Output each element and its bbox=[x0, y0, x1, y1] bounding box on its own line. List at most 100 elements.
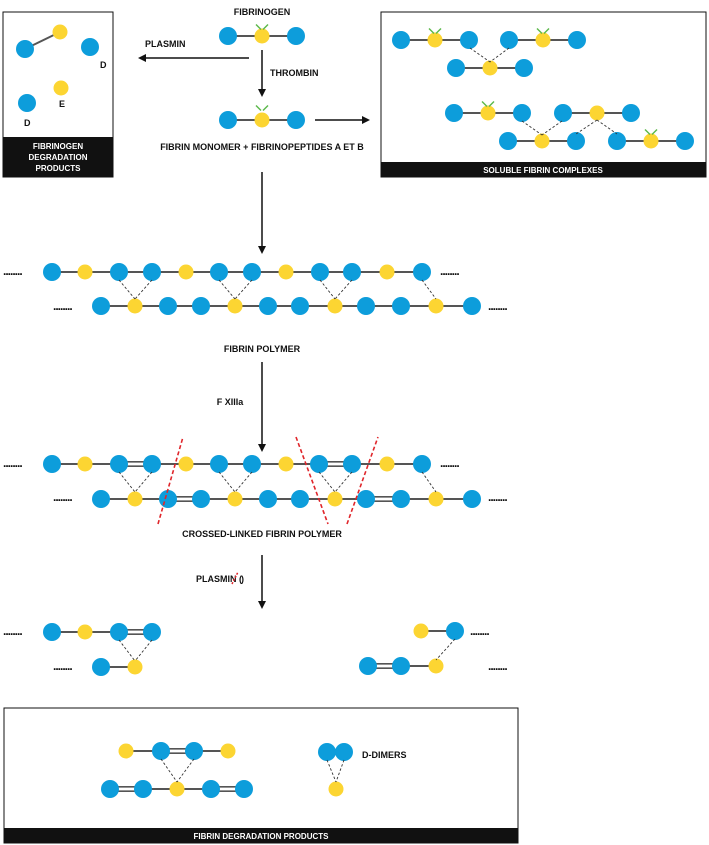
fibrinogen-label: FIBRINOGEN bbox=[234, 7, 291, 17]
continuation-dots: ........ bbox=[488, 299, 507, 313]
fibrin-polymer-label: FIBRIN POLYMER bbox=[224, 344, 301, 354]
d-domain bbox=[259, 297, 277, 315]
d-domain bbox=[143, 623, 161, 641]
d-domain bbox=[243, 263, 261, 281]
d-domain bbox=[110, 263, 128, 281]
e-domain bbox=[534, 133, 550, 149]
e-domain bbox=[178, 264, 194, 280]
noncovalent-link bbox=[218, 279, 236, 300]
d-domain bbox=[392, 31, 410, 49]
noncovalent-link bbox=[421, 279, 437, 300]
fibrinopeptide bbox=[536, 28, 543, 34]
fibrinopeptide bbox=[255, 105, 262, 111]
noncovalent-link bbox=[118, 639, 136, 662]
d-domain bbox=[110, 623, 128, 641]
d-domain bbox=[43, 263, 61, 281]
d-domain bbox=[291, 297, 309, 315]
soluble-complexes-title: SOLUBLE FIBRIN COMPLEXES bbox=[483, 166, 603, 175]
e-domain bbox=[413, 623, 429, 639]
box-footer bbox=[381, 162, 706, 177]
box-title-line3: PRODUCTS bbox=[36, 164, 82, 173]
d-domain bbox=[92, 297, 110, 315]
d-domain bbox=[159, 297, 177, 315]
continuation-dots: ........ bbox=[488, 490, 507, 504]
d-domain bbox=[357, 490, 375, 508]
e-domain bbox=[379, 456, 395, 472]
d-domain bbox=[143, 455, 161, 473]
d-domain bbox=[219, 27, 237, 45]
e-domain bbox=[118, 743, 134, 759]
e-domain bbox=[482, 60, 498, 76]
noncovalent-link bbox=[160, 758, 178, 783]
noncovalent-link bbox=[326, 759, 337, 783]
plasmin-cleavage-label: PLASMIN ( bbox=[196, 574, 242, 584]
d-domain bbox=[192, 490, 210, 508]
e-domain bbox=[535, 32, 551, 48]
d-domain bbox=[343, 455, 361, 473]
e-domain bbox=[220, 743, 236, 759]
d-domain bbox=[515, 59, 533, 77]
noncovalent-link bbox=[218, 471, 236, 493]
d-domain bbox=[202, 780, 220, 798]
d-domain bbox=[445, 104, 463, 122]
e-domain bbox=[328, 781, 344, 797]
fibrinopeptide bbox=[262, 105, 269, 111]
noncovalent-link bbox=[334, 279, 353, 300]
fibrin-degradation-box: FIBRIN DEGRADATION PRODUCTS D-DIMERS bbox=[3, 707, 519, 844]
fibrinopeptide bbox=[481, 101, 488, 107]
box-footer bbox=[3, 137, 113, 177]
d-domain bbox=[152, 742, 170, 760]
d-domain bbox=[92, 490, 110, 508]
d-domain bbox=[463, 490, 481, 508]
noncovalent-link bbox=[335, 759, 345, 783]
e-domain bbox=[428, 298, 444, 314]
e-domain bbox=[327, 491, 343, 507]
d-domain bbox=[143, 263, 161, 281]
fibrinopeptide bbox=[435, 28, 442, 34]
d-domain bbox=[287, 111, 305, 129]
continuation-dots: ........ bbox=[440, 456, 459, 470]
noncovalent-link bbox=[521, 120, 543, 136]
plasmin-cleavage-site bbox=[346, 436, 379, 525]
e-domain bbox=[327, 298, 343, 314]
d-domain bbox=[43, 455, 61, 473]
noncovalent-link bbox=[118, 471, 136, 493]
e-domain bbox=[77, 456, 93, 472]
d-label-2: D bbox=[24, 118, 31, 128]
d-domain bbox=[359, 657, 377, 675]
cleavage-legend-icon bbox=[231, 571, 239, 585]
continuation-dots: ........ bbox=[3, 456, 22, 470]
d-domain bbox=[335, 743, 353, 761]
e-domain bbox=[227, 298, 243, 314]
d-domain bbox=[676, 132, 694, 150]
d-domain bbox=[159, 490, 177, 508]
plasmin-cleavage-site bbox=[157, 436, 184, 525]
d-domain bbox=[219, 111, 237, 129]
d-domain bbox=[392, 657, 410, 675]
noncovalent-link bbox=[435, 638, 456, 661]
noncovalent-link bbox=[541, 120, 563, 136]
e-domain bbox=[589, 105, 605, 121]
continuation-dots: ........ bbox=[440, 264, 459, 278]
noncovalent-link bbox=[118, 279, 136, 300]
d-label-1: D bbox=[100, 60, 107, 70]
d-domain bbox=[92, 658, 110, 676]
d-domain bbox=[16, 40, 34, 58]
thrombin-label: THROMBIN bbox=[270, 68, 319, 78]
noncovalent-link bbox=[234, 471, 253, 493]
e-domain bbox=[53, 80, 69, 96]
e-domain bbox=[127, 298, 143, 314]
continuation-dots: ........ bbox=[470, 624, 489, 638]
e-domain bbox=[254, 112, 270, 128]
fibrin-degradation-title: FIBRIN DEGRADATION PRODUCTS bbox=[194, 832, 330, 841]
d-domain bbox=[554, 104, 572, 122]
factor-xiii-label: F XIIIa bbox=[217, 397, 245, 407]
fibrinogen-molecule bbox=[219, 24, 305, 45]
d-domain bbox=[185, 742, 203, 760]
e-domain bbox=[77, 264, 93, 280]
box-title-line2: DEGRADATION bbox=[29, 153, 88, 162]
noncovalent-link bbox=[318, 471, 336, 493]
e-domain bbox=[127, 491, 143, 507]
noncovalent-link bbox=[334, 471, 353, 493]
